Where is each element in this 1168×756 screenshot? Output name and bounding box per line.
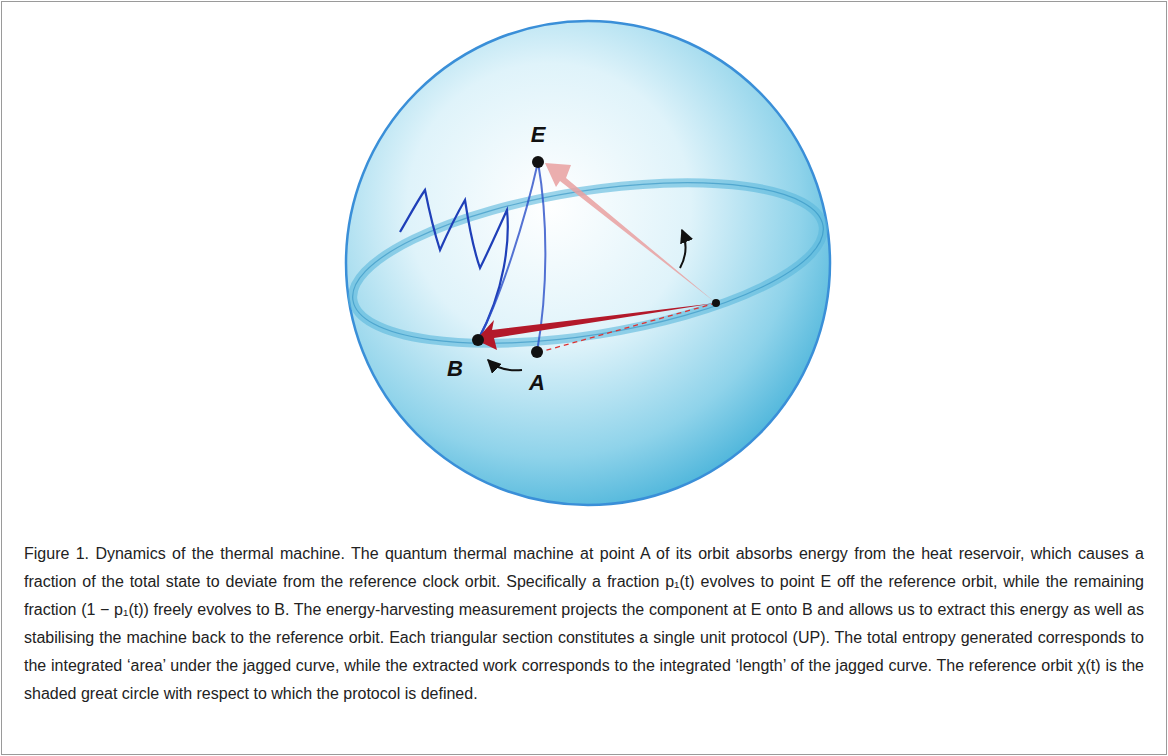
reference-orbit (342, 155, 835, 372)
jagged-curve (400, 190, 508, 340)
point-label: E (531, 124, 546, 146)
excited-state-arrow (545, 163, 716, 303)
point-label: A (529, 372, 545, 394)
figure-caption: Figure 1. Dynamics of the thermal machin… (24, 540, 1144, 708)
curved-arrow (680, 230, 686, 268)
state-arrow (476, 303, 716, 350)
point-label: B (447, 358, 463, 380)
point-a (531, 346, 543, 358)
curved-arrow (488, 360, 522, 370)
reference-orbit-edge (342, 155, 835, 372)
unit-protocol-arc (478, 162, 545, 352)
dot (712, 299, 720, 307)
point-b (472, 334, 484, 346)
dashed-line (540, 303, 716, 352)
sphere (346, 21, 830, 505)
point-e (532, 156, 544, 168)
